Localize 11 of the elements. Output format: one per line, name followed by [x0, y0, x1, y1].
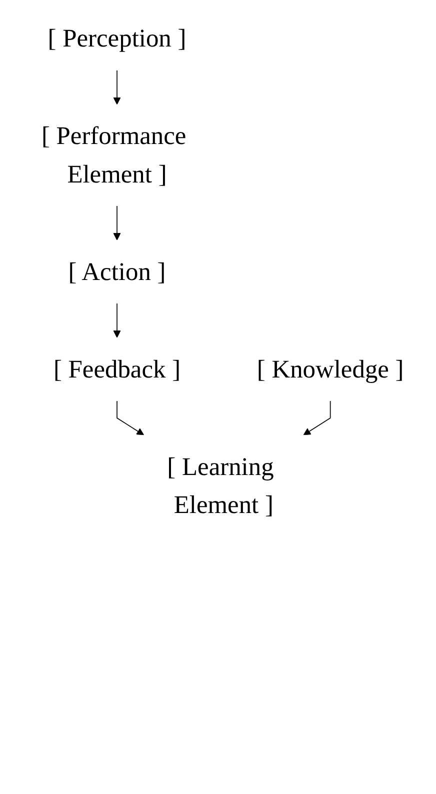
- node-text: [ Perception ]: [48, 24, 186, 53]
- node-text: [ Learning Element ]: [167, 452, 274, 519]
- node-text: [ Feedback ]: [53, 355, 181, 384]
- arrow: [113, 206, 121, 240]
- arrow: [303, 400, 331, 436]
- arrow: [113, 303, 121, 338]
- node-text: [ Knowledge ]: [256, 355, 404, 384]
- node-text: [ Action ]: [68, 258, 166, 286]
- node-text: [ Performance Element ]: [41, 122, 186, 188]
- arrow: [113, 70, 121, 105]
- arrow: [116, 400, 144, 436]
